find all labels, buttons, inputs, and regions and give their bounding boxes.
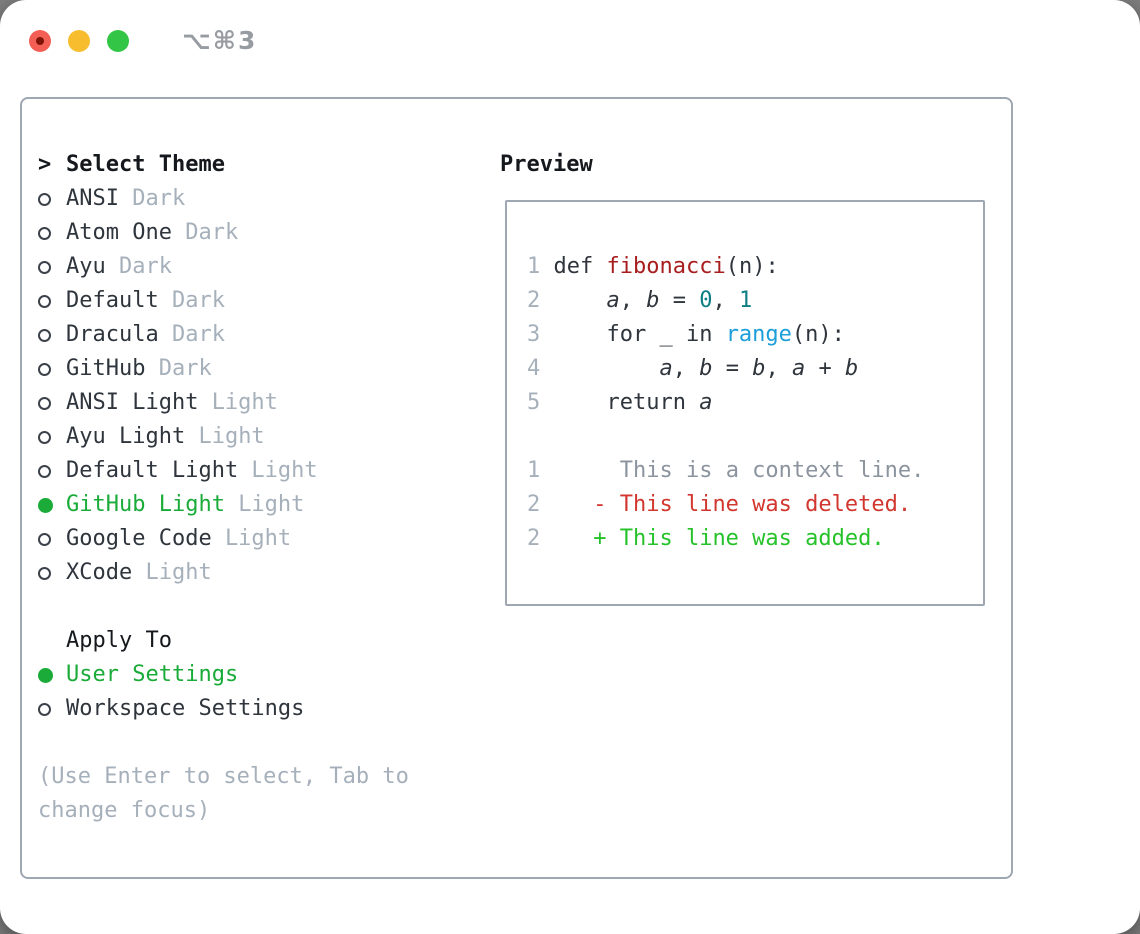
variant-tag: Light bbox=[198, 424, 265, 449]
option-label: Dracula bbox=[66, 322, 159, 347]
pointer-icon: > bbox=[38, 152, 52, 177]
spacer bbox=[38, 726, 409, 760]
radio-icon bbox=[38, 702, 51, 716]
theme-option-ayu-light[interactable]: Ayu Light Light bbox=[38, 420, 409, 454]
radio-selected-icon bbox=[38, 497, 53, 513]
variant-tag: Light bbox=[145, 560, 212, 585]
option-label: Ayu Light bbox=[66, 424, 186, 449]
preview-line: 1 def fibonacci(n): bbox=[527, 254, 779, 279]
theme-option-dracula[interactable]: Dracula Dark bbox=[38, 318, 409, 352]
apply-option-workspace-settings[interactable]: Workspace Settings bbox=[38, 692, 409, 726]
theme-option-default-light[interactable]: Default Light Light bbox=[38, 454, 409, 488]
minimize-button[interactable] bbox=[68, 29, 90, 52]
variant-tag: Light bbox=[238, 492, 305, 517]
variant-tag: Dark bbox=[171, 288, 225, 313]
variant-tag: Light bbox=[251, 458, 318, 483]
option-label: GitHub bbox=[66, 356, 146, 381]
apply-option-user-settings[interactable]: User Settings bbox=[38, 658, 409, 692]
option-label: XCode bbox=[66, 560, 133, 585]
variant-tag: Dark bbox=[118, 254, 172, 279]
radio-icon bbox=[38, 566, 51, 580]
theme-option-google-code[interactable]: Google Code Light bbox=[38, 522, 409, 556]
option-label: Default bbox=[66, 288, 159, 313]
window-title: ⌥⌘3 bbox=[182, 26, 258, 55]
preview-line: 2 - This line was deleted. bbox=[527, 492, 912, 517]
apply-to-header: Apply To bbox=[38, 624, 409, 658]
variant-tag: Dark bbox=[158, 356, 212, 381]
option-label: Ayu bbox=[66, 254, 106, 279]
theme-option-xcode[interactable]: XCode Light bbox=[38, 556, 409, 590]
radio-icon bbox=[38, 532, 51, 546]
option-label: ANSI bbox=[66, 186, 119, 211]
option-label: Workspace Settings bbox=[66, 696, 305, 721]
radio-icon bbox=[38, 328, 51, 342]
radio-icon bbox=[38, 362, 51, 376]
radio-icon bbox=[38, 192, 51, 206]
theme-option-ansi[interactable]: ANSI Dark bbox=[38, 182, 409, 216]
hint-text: (Use Enter to select, Tab to change focu… bbox=[38, 764, 409, 823]
theme-option-github-light[interactable]: GitHub Light Light bbox=[38, 488, 409, 522]
spacer bbox=[38, 590, 409, 624]
preview-line: 5 return a bbox=[527, 390, 713, 415]
theme-option-atom-one[interactable]: Atom One Dark bbox=[38, 216, 409, 250]
preview-line: 2 a, b = 0, 1 bbox=[527, 288, 753, 313]
radio-icon bbox=[38, 430, 51, 444]
variant-tag: Dark bbox=[171, 322, 225, 347]
option-label: Default Light bbox=[66, 458, 239, 483]
select-theme-label: Select Theme bbox=[66, 152, 225, 177]
apply-to-label: Apply To bbox=[66, 628, 172, 653]
radio-icon bbox=[38, 226, 51, 240]
preview-line bbox=[527, 420, 983, 454]
option-label: User Settings bbox=[66, 662, 239, 687]
theme-option-github[interactable]: GitHub Dark bbox=[38, 352, 409, 386]
theme-option-ayu[interactable]: Ayu Dark bbox=[38, 250, 409, 284]
option-label: Atom One bbox=[66, 220, 172, 245]
variant-tag: Light bbox=[211, 390, 278, 415]
radio-icon bbox=[38, 294, 51, 308]
variant-tag: Dark bbox=[185, 220, 239, 245]
option-label: Google Code bbox=[66, 526, 212, 551]
radio-icon bbox=[38, 396, 51, 410]
zoom-button[interactable] bbox=[107, 29, 129, 52]
option-label: ANSI Light bbox=[66, 390, 199, 415]
radio-icon bbox=[38, 464, 51, 478]
variant-tag: Dark bbox=[132, 186, 186, 211]
option-label: GitHub Light bbox=[66, 492, 225, 517]
radio-icon bbox=[38, 260, 51, 274]
preview-label: Preview bbox=[500, 152, 593, 177]
radio-selected-icon bbox=[38, 667, 53, 683]
variant-tag: Light bbox=[224, 526, 292, 551]
preview-line: 2 + This line was added. bbox=[527, 526, 885, 551]
select-theme-header: > Select Theme bbox=[38, 148, 409, 182]
preview-line: 3 for _ in range(n): bbox=[527, 322, 845, 347]
preview-line: 1 This is a context line. bbox=[527, 458, 925, 483]
titlebar: ⌥⌘3 bbox=[29, 26, 257, 55]
preview-box: 1 def fibonacci(n): 2 a, b = 0, 1 3 for _ … bbox=[505, 200, 985, 606]
preview-line: 4 a, b = b, a + b bbox=[527, 356, 859, 381]
theme-option-ansi-light[interactable]: ANSI Light Light bbox=[38, 386, 409, 420]
theme-option-default[interactable]: Default Dark bbox=[38, 284, 409, 318]
close-button[interactable] bbox=[29, 29, 51, 52]
